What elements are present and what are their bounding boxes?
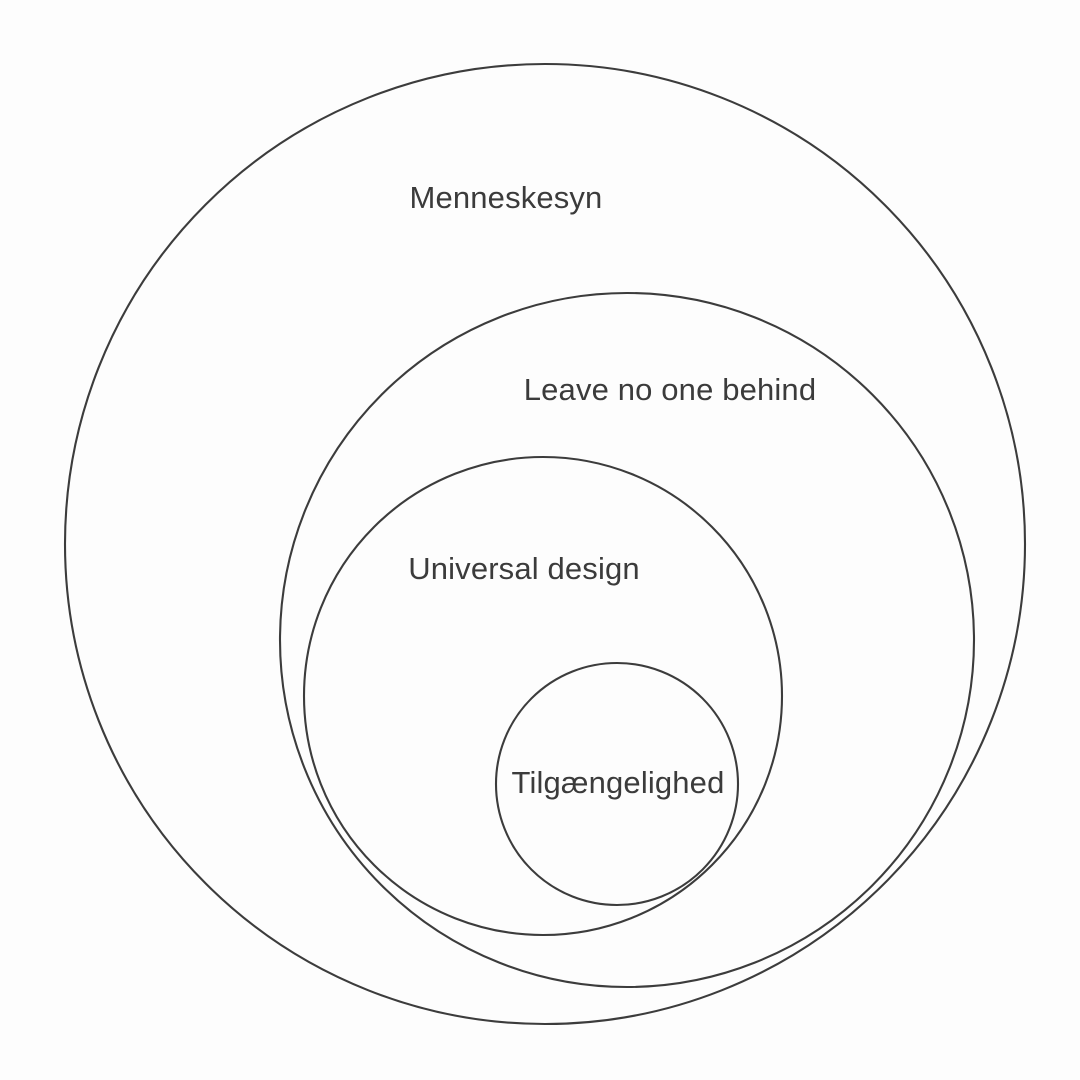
circle-menneskesyn[interactable]: [65, 64, 1025, 1024]
circle-tilgaengelighed[interactable]: [496, 663, 738, 905]
label-leave-no-one-behind: Leave no one behind: [524, 372, 816, 407]
circle-universal-design[interactable]: [304, 457, 782, 935]
label-menneskesyn: Menneskesyn: [410, 180, 603, 215]
label-universal-design: Universal design: [408, 551, 640, 586]
label-tilgaengelighed: Tilgængelighed: [512, 765, 725, 800]
circle-leave-no-one-behind[interactable]: [280, 293, 974, 987]
